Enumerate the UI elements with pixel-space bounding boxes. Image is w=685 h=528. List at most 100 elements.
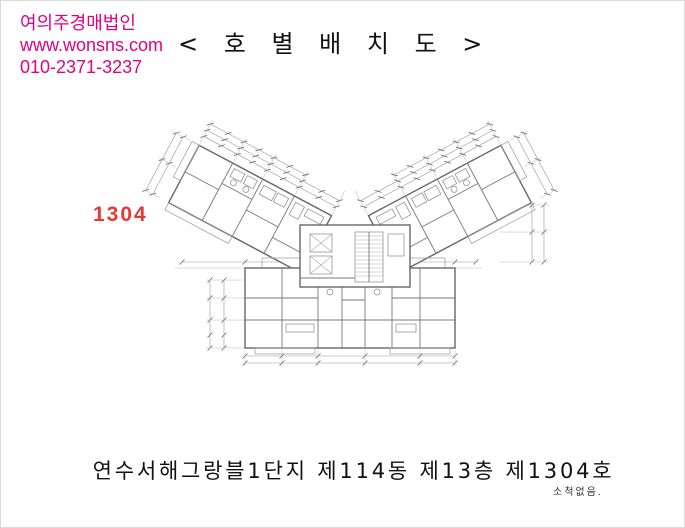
partition-wall <box>246 209 279 228</box>
extension-line <box>423 154 437 178</box>
extension-line <box>295 171 308 195</box>
extension-line <box>487 120 501 144</box>
dimension-line <box>523 132 555 191</box>
shaft <box>387 233 405 257</box>
dimension-line <box>360 129 494 201</box>
dimension-tick <box>444 160 452 164</box>
extension-line <box>172 130 191 141</box>
partition-wall <box>481 171 516 190</box>
extension-line <box>263 154 277 178</box>
dimension-tick <box>374 189 382 193</box>
partition-wall <box>221 183 253 200</box>
scale-note: 소척없음. <box>553 487 603 498</box>
dimension-tick <box>221 332 227 338</box>
dimension-tick <box>179 259 185 265</box>
company-phone: 010-2371-3237 <box>20 57 143 77</box>
dimension-tick <box>252 154 260 158</box>
bathroom-fixture <box>242 175 258 190</box>
global-dimension-lines <box>175 202 548 366</box>
extension-line <box>233 138 247 162</box>
building-core <box>299 224 411 288</box>
left-wing <box>142 120 345 275</box>
extension-line <box>199 120 213 144</box>
closet <box>288 201 305 220</box>
closet <box>375 208 397 225</box>
dimension-tick <box>468 132 476 135</box>
dimension-tick <box>318 189 326 193</box>
dimension-line <box>152 136 184 195</box>
bathroom-fixture <box>442 175 458 190</box>
dimension-tick <box>413 177 421 181</box>
balcony <box>164 202 233 244</box>
dimension-line <box>203 136 337 208</box>
kitchen-fixture <box>272 192 290 208</box>
bathroom-fixture <box>373 288 381 296</box>
dimension-tick <box>224 132 232 135</box>
extension-line <box>509 130 528 141</box>
bathroom-fixture <box>326 288 334 296</box>
page-title: < 호 별 배 치 도 > <box>178 30 492 58</box>
company-info: 여의주경매법인 www.wonsns.com 010-2371-3237 <box>20 12 163 78</box>
elevator <box>309 255 333 275</box>
balcony <box>467 202 536 244</box>
dimension-tick <box>286 164 294 168</box>
dimension-tick <box>315 196 323 199</box>
dimension-tick <box>248 160 256 164</box>
dimension-line <box>363 136 497 208</box>
balcony <box>172 141 200 182</box>
unit-number-label: 1304 <box>93 203 148 226</box>
unit-address-caption: 연수서해그랑블1단지 제114동 제13층 제1304호 <box>92 459 615 483</box>
partition-wall <box>436 178 469 237</box>
dimension-tick <box>409 171 417 174</box>
partition-wall <box>405 195 437 254</box>
kitchen-fixture <box>410 192 428 208</box>
closet <box>395 201 412 220</box>
dimension-line <box>206 129 340 201</box>
partition-wall <box>231 178 264 237</box>
dimension-tick <box>471 138 479 142</box>
partition-wall <box>184 171 219 190</box>
kitchen-fixture <box>395 323 417 333</box>
balcony <box>389 347 451 355</box>
extension-line <box>523 157 542 168</box>
dimension-tick <box>452 259 458 265</box>
dimension-tick <box>217 144 225 148</box>
bathroom-fixture <box>242 186 250 193</box>
extension-line <box>355 190 368 215</box>
extension-line <box>158 157 177 168</box>
dimension-tick <box>406 164 414 168</box>
partition-wall <box>263 195 295 254</box>
dimension-tick <box>242 259 248 265</box>
extension-line <box>540 188 558 199</box>
kitchen-fixture <box>258 184 277 202</box>
elevator-cross <box>309 255 333 275</box>
kitchen-fixture <box>285 323 315 333</box>
dimension-tick <box>473 259 479 265</box>
dimension-line <box>145 132 177 191</box>
dimension-tick <box>279 177 287 181</box>
bathroom-fixture <box>454 168 471 183</box>
lower-block <box>244 257 456 355</box>
partition-wall <box>466 162 499 221</box>
company-name: 여의주경매법인 <box>20 13 136 33</box>
bathroom-fixture <box>463 179 470 187</box>
dimension-tick <box>377 196 385 199</box>
company-website: www.wonsns.com <box>20 35 164 55</box>
dimension-tick <box>440 154 448 158</box>
balcony <box>500 141 528 182</box>
kitchen-fixture <box>423 184 442 202</box>
dimension-tick <box>207 332 213 338</box>
partition-wall <box>447 183 479 200</box>
extension-line <box>392 171 405 195</box>
bathroom-fixture <box>450 186 458 193</box>
dimension-tick <box>437 148 445 152</box>
partition-wall <box>201 162 234 221</box>
dimension-tick <box>221 138 229 142</box>
partition-wall <box>421 209 454 228</box>
extension-line <box>142 188 160 199</box>
bathroom-fixture <box>230 179 237 187</box>
dimension-tick <box>255 148 263 152</box>
dimension-tick <box>283 171 291 174</box>
bathroom-fixture <box>229 168 246 183</box>
